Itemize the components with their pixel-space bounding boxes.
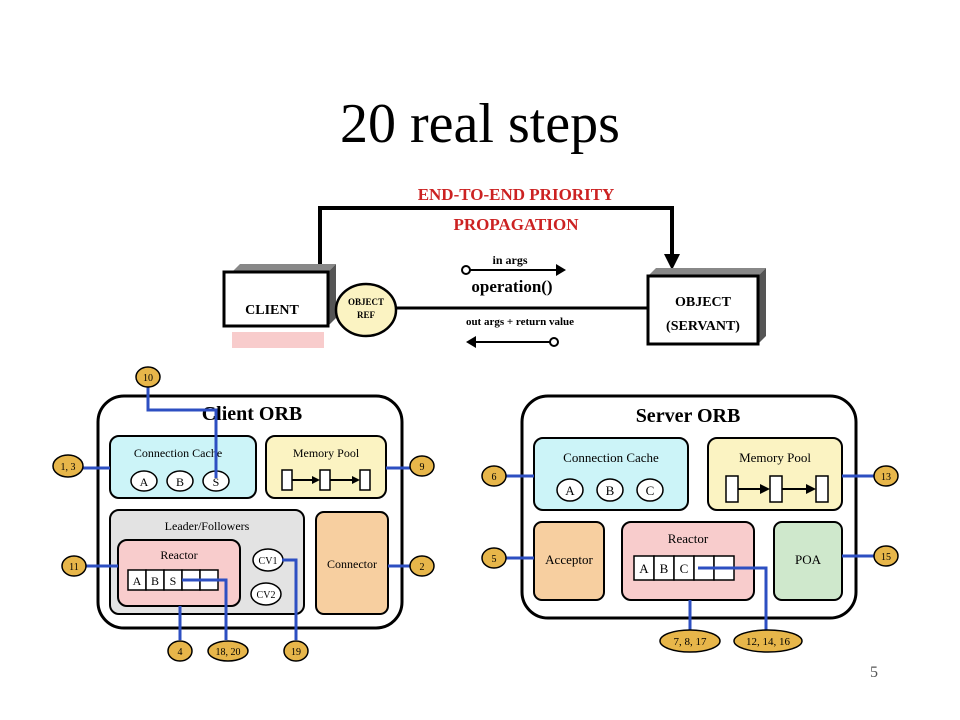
step-badge-19-label: 19 [291,647,301,658]
slide-title: 20 real steps [340,93,620,155]
step-badge-15-label: 15 [881,552,891,563]
step-badge-6-label: 6 [492,472,497,483]
out-args-label: out args + return value [466,316,574,328]
client-connector [315,511,389,615]
step-badge-13-label: 13 [881,472,891,483]
step-badge-11 [61,555,87,577]
server-reactor-cell-a: A [639,561,649,576]
leader-followers-label: Leader/Followers [165,519,250,533]
server-connection-cache-label: Connection Cache [563,450,659,465]
client-base-fill [232,332,324,348]
client-box: CLIENT [222,264,336,328]
object-ref-line2: REF [357,310,376,320]
step-badge-5-label: 5 [492,554,497,565]
cv2-label: CV2 [257,590,276,601]
client-reactor-cell-b: B [151,574,159,588]
step-badge-12-14-16-label: 12, 14, 16 [746,636,791,648]
client-step-lines [82,386,410,640]
server-reactor-label: Reactor [668,531,709,546]
step-badge-19 [283,640,309,662]
step-badge-11-label: 11 [69,562,79,573]
step-badge-7-8-17 [659,629,721,653]
server-reactor-cell-c: C [680,561,689,576]
servant-label-line2: (SERVANT) [666,319,740,334]
server-cache-items: A B C [556,478,664,502]
client-orb: Client ORB Connection Cache A B S Memory… [52,366,435,662]
step-badge-10 [135,366,161,388]
step-badge-7-8-17-label: 7, 8, 17 [674,636,708,648]
step-badge-6 [481,465,507,487]
propagation-heading-line2: PROPAGATION [454,215,580,234]
server-reactor-cell-b: B [660,561,669,576]
server-poa [773,521,843,601]
client-connection-cache-label: Connection Cache [134,446,222,460]
cv1-label: CV1 [259,556,278,567]
server-memory-pool-label: Memory Pool [739,450,811,465]
server-step-lines [506,474,874,630]
client-reactor-cell-s: S [170,574,177,588]
page-number: 5 [870,664,878,681]
servant-label-line1: OBJECT [675,295,732,310]
object-ref-line1: OBJECT [348,297,384,307]
propagation-arrow-head [664,254,680,270]
server-cache-item-a: A [565,483,575,498]
server-cache-item-b: B [606,483,615,498]
client-memory-blocks [281,469,371,491]
step-badge-4-label: 4 [178,647,183,658]
step-badge-2 [409,555,435,577]
cv2-oval [250,582,282,606]
client-cache-item-b: B [176,475,184,489]
in-args-label: in args [492,253,527,267]
operation-label: operation() [471,277,552,296]
server-poa-label: POA [795,552,822,567]
client-connector-label: Connector [327,557,377,571]
client-reactor-cell-a: A [133,574,142,588]
client-cache-items: A B S [130,470,230,492]
step-badge-4 [167,640,193,662]
server-acceptor-label: Acceptor [545,552,593,567]
client-label: CLIENT [245,303,299,318]
step-badge-9-label: 9 [420,462,425,473]
step-badge-13 [873,465,899,487]
client-memory-pool-label: Memory Pool [293,446,360,460]
propagation-loop-line [318,206,674,270]
server-step-badges: 6 5 13 15 7, 8, 17 12, 14, 16 [481,465,899,653]
in-args-start [461,265,471,275]
propagation-heading-line1: END-TO-END PRIORITY [418,185,615,204]
client-reactor-label: Reactor [160,548,197,562]
object-ref: OBJECT REF [334,282,398,338]
out-args-start [549,337,559,347]
step-badge-9 [409,455,435,477]
server-memory-blocks [725,475,829,503]
client-step-badges: 10 1, 3 9 11 2 4 18, 20 19 [52,366,435,662]
step-badge-12-14-16 [733,629,803,653]
step-badge-5 [481,547,507,569]
step-badge-18-20 [207,640,249,662]
step-badge-18-20-label: 18, 20 [216,647,241,658]
step-badge-10-label: 10 [143,373,153,384]
step-badge-1-3 [52,454,84,478]
client-orb-title: Client ORB [202,403,303,425]
in-args-arrow-head [556,264,566,276]
step-badge-1-3-label: 1, 3 [61,462,76,473]
servant-box: OBJECT (SERVANT) [646,268,766,346]
out-args-arrow-head [466,336,476,348]
server-orb-title: Server ORB [636,405,741,427]
step-badge-15 [873,545,899,567]
server-cache-item-c: C [646,483,655,498]
server-orb: Server ORB Connection Cache A B C Memory… [481,394,899,653]
client-cache-item-a: A [140,475,149,489]
server-acceptor [533,521,605,601]
client-cache-item-s: S [213,475,220,489]
step-badge-2-label: 2 [420,562,425,573]
priority-propagation-diagram: END-TO-END PRIORITY PROPAGATION CLIENT O… [222,185,766,348]
